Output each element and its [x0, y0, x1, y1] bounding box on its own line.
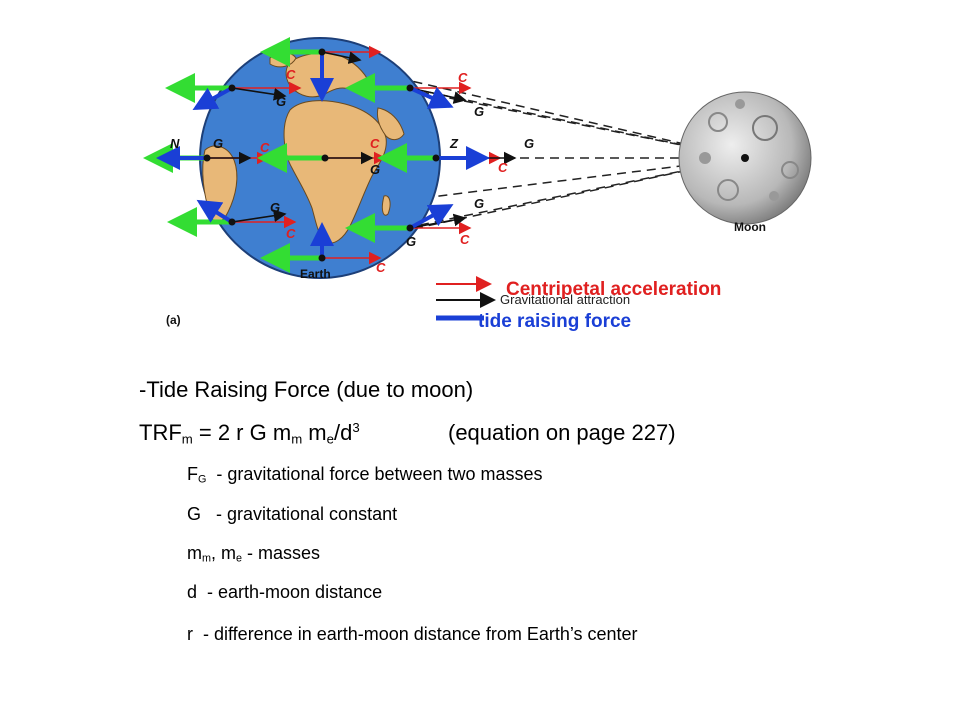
definition-masses: mm, me - masses — [187, 543, 320, 565]
def-m-sub1: m — [202, 552, 211, 565]
definition-r: r - difference in earth-moon distance fr… — [187, 624, 638, 644]
label-g-topleft: G — [276, 94, 286, 109]
earth-points — [203, 48, 440, 262]
equation-reference: (equation on page 227) — [448, 420, 676, 445]
eq-prefix: TRF — [139, 420, 182, 445]
point-labels: C G G C N G C C G Z G C G C G G C C Eart… — [166, 67, 766, 327]
def-m-m: m — [187, 543, 202, 563]
def-m-tail: - masses — [242, 543, 321, 563]
def-m-sub2: e — [236, 552, 243, 565]
definition-fg: FG - gravitational force between two mas… — [187, 464, 543, 486]
label-c-top: C — [286, 67, 296, 82]
eq-sub-m2: m — [291, 431, 303, 447]
definition-g: G - gravitational constant — [187, 504, 398, 524]
label-g-bottomleft: G — [270, 200, 280, 215]
label-n: N — [170, 136, 180, 151]
eq-me: m — [302, 420, 327, 445]
def-fg-sub: G — [198, 473, 207, 486]
label-c-topright: C — [458, 70, 468, 85]
label-c-bottomleft: C — [286, 226, 296, 241]
eq-mid: = 2 r G m — [192, 420, 292, 445]
earth-label: Earth — [300, 267, 331, 281]
tide-force-arrows — [156, 52, 490, 258]
legend-gravitational-label: Gravitational attraction — [500, 292, 630, 307]
label-g-bottomright: G — [474, 196, 484, 211]
eq-sub-m: m — [181, 431, 193, 447]
def-fg-text: - gravitational force between two masses — [206, 464, 543, 484]
tidal-force-diagram: C G G C N G C C G Z G C G C G G C C Eart… — [143, 37, 812, 332]
label-c-bottomright: C — [460, 232, 470, 247]
label-c-bottom: C — [376, 260, 386, 275]
label-g-right: G — [524, 136, 534, 151]
eq-d: /d — [333, 420, 353, 445]
legend-tide-label: tide raising force — [478, 311, 631, 332]
moon-label: Moon — [734, 220, 766, 234]
label-z: Z — [449, 136, 459, 151]
heading: -Tide Raising Force (due to moon) — [139, 377, 474, 402]
eq-sub-e: e — [326, 431, 334, 447]
label-c-right: C — [498, 160, 508, 175]
equation: TRFm = 2 r G mm me/d3 — [139, 420, 360, 446]
label-g-bottom: G — [406, 234, 416, 249]
moon — [678, 91, 812, 225]
panel-label: (a) — [166, 313, 181, 327]
label-g-left: G — [213, 136, 223, 151]
label-g-center: G — [370, 162, 380, 177]
label-c-center: C — [370, 136, 380, 151]
legend-centripetal-label: Centripetal acceleration — [506, 279, 721, 300]
legend: Gravitational attraction Centripetal acc… — [436, 276, 721, 332]
label-c-left: C — [260, 140, 270, 155]
definition-d: d - earth-moon distance — [187, 582, 383, 602]
def-m-mid: , m — [211, 543, 236, 563]
label-g-topright: G — [474, 104, 484, 119]
def-fg-f: F — [187, 464, 198, 484]
eq-sup: 3 — [352, 420, 360, 436]
